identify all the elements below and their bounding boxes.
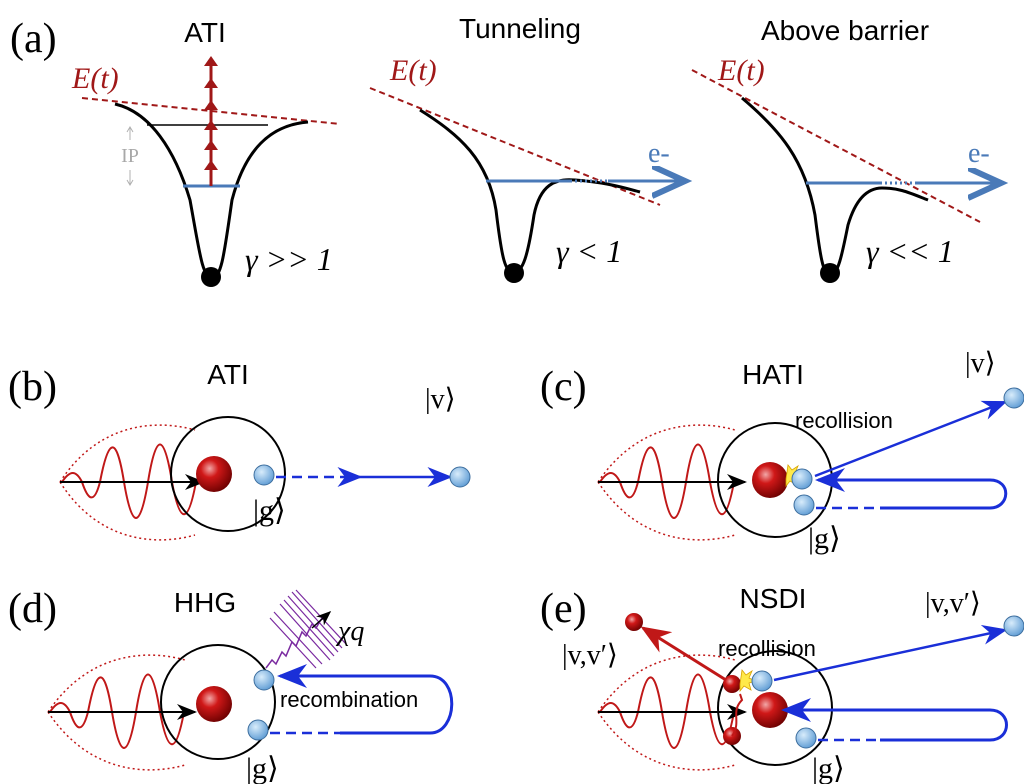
potential-well — [419, 108, 641, 275]
ket-vv-left: |v,v′⟩ — [562, 640, 618, 671]
field-label: E(t) — [71, 62, 119, 95]
electron-ground — [201, 267, 221, 287]
electron-label: e- — [648, 138, 670, 169]
bound-electron-ejected — [723, 675, 741, 693]
pulse-envelope-top — [59, 424, 196, 483]
pulse-envelope-bottom — [597, 711, 736, 771]
panel-c-letter: (c) — [540, 364, 587, 410]
ket-vv-right: |v,v′⟩ — [925, 588, 981, 619]
gamma-label: γ << 1 — [866, 233, 954, 269]
panel-d: (d) HHG χq recombination |g⟩ — [8, 586, 454, 784]
panel-d-letter: (d) — [8, 586, 57, 632]
panel-b-title: ATI — [207, 359, 248, 390]
collision-spark-icon — [739, 669, 758, 693]
ion-core — [752, 462, 788, 498]
electron-ground — [504, 263, 524, 283]
field-line — [81, 97, 341, 125]
panel-e-title: NSDI — [740, 583, 807, 614]
panel-a-letter: (a) — [10, 16, 57, 62]
panel-c-title: HATI — [742, 359, 804, 390]
electron-ground — [820, 263, 840, 283]
field-label: E(t) — [717, 54, 765, 87]
ket-g: |g⟩ — [246, 752, 279, 784]
photon-direction-arrow — [311, 611, 332, 629]
recollision-label: recollision — [795, 408, 893, 433]
panel-e-letter: (e) — [540, 586, 587, 632]
pulse-envelope-top — [597, 654, 736, 713]
ket-v: |v⟩ — [425, 384, 456, 415]
panel-d-title: HHG — [174, 587, 236, 618]
recolliding-electron — [751, 670, 773, 692]
electron — [795, 727, 817, 749]
photon-ladder — [204, 56, 218, 186]
regime-title: ATI — [184, 17, 225, 48]
pulse-envelope-bottom — [597, 481, 736, 541]
regime-ati: ATI E(t) IP γ — [71, 17, 341, 287]
atom-orbit — [170, 416, 286, 532]
electron — [793, 494, 815, 516]
gamma-label: γ >> 1 — [245, 241, 333, 277]
pulse-envelope-top — [47, 654, 186, 713]
return-trajectory — [277, 664, 454, 735]
ip-marker — [126, 126, 134, 186]
electron — [253, 464, 275, 486]
atom-orbit — [717, 650, 833, 766]
rescatter-path — [814, 400, 1008, 478]
second-free-electron — [625, 613, 643, 631]
second-electron-path — [640, 626, 727, 682]
regime-title: Above barrier — [761, 15, 929, 46]
panel-c: (c) HATI recollision |v⟩ |g⟩ — [540, 348, 1024, 555]
ket-g: |g⟩ — [812, 752, 845, 784]
free-electron — [1003, 387, 1024, 409]
rescatter-path — [773, 624, 1008, 682]
recombining-electron — [253, 669, 275, 691]
panel-b-letter: (b) — [8, 364, 57, 410]
regime-tunneling: Tunneling E(t) e- γ < 1 — [369, 13, 682, 283]
panel-e: (e) NSDI recollision |v,v′⟩ |v,v′⟩ |g⟩ — [540, 583, 1024, 784]
chi-label: χq — [335, 616, 364, 647]
ion-core — [196, 686, 232, 722]
electron-label: e- — [968, 138, 990, 169]
gamma-label: γ < 1 — [556, 233, 622, 269]
panel-b: (b) ATI |v⟩ |g⟩ — [8, 359, 471, 541]
recombination-label: recombination — [280, 687, 418, 712]
harmonic-photon — [265, 589, 347, 669]
electron — [247, 719, 269, 741]
ip-label: IP — [121, 145, 139, 167]
regime-title: Tunneling — [459, 13, 581, 44]
free-electron — [1003, 615, 1024, 637]
field-line — [691, 69, 981, 223]
ket-g: |g⟩ — [253, 494, 286, 527]
pulse-envelope-bottom — [47, 711, 186, 771]
pulse-envelope-top — [597, 424, 736, 483]
ket-g: |g⟩ — [808, 522, 841, 555]
return-trajectory — [781, 698, 1008, 742]
field-label: E(t) — [389, 54, 437, 87]
ket-v: |v⟩ — [965, 348, 996, 379]
free-electron — [449, 466, 471, 488]
atom-orbit — [160, 644, 276, 760]
panel-a: (a) ATI E(t) — [10, 13, 998, 287]
recolliding-electron — [791, 468, 813, 490]
return-trajectory — [815, 468, 1008, 510]
regime-above-barrier: Above barrier E(t) e- γ << 1 — [691, 15, 998, 283]
excitation-path — [731, 693, 744, 737]
ion-core — [196, 456, 232, 492]
ion-core — [752, 692, 788, 728]
